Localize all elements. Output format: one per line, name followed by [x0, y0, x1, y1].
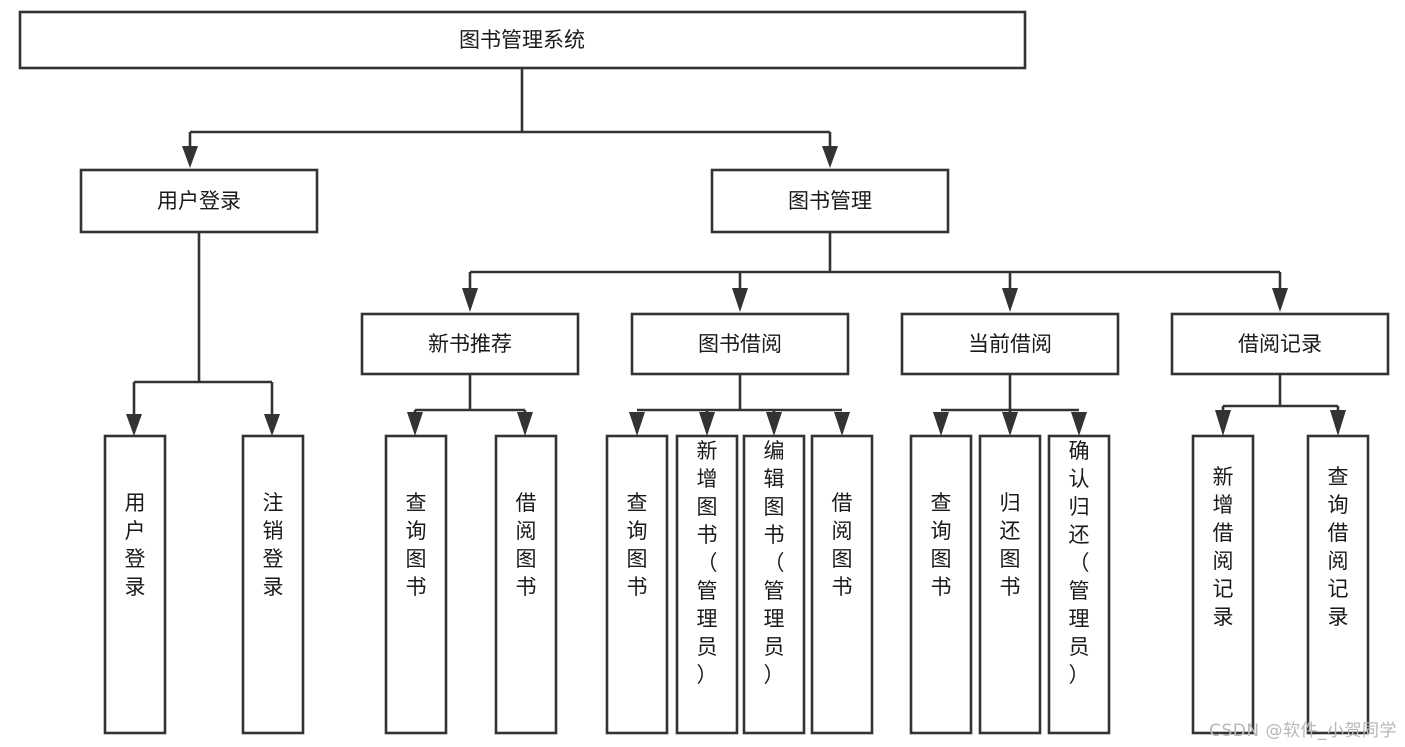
arrow-br-child-1-icon — [1215, 410, 1231, 436]
node-leaf-current-borrow-3[interactable]: 确认归还（管理员） — [1047, 434, 1111, 735]
node-leaf-borrow-record-2-box[interactable] — [1306, 434, 1370, 735]
node-leaf-new-book-1-box[interactable] — [384, 434, 448, 735]
node-leaf-book-borrow-3[interactable]: 编辑图书（管理员） — [742, 434, 806, 735]
edge-group-root-to-level2 — [182, 68, 838, 168]
node-new-book-recommend[interactable]: 新书推荐 — [360, 312, 580, 376]
node-leaf-new-book-2-label: 借阅图书 — [516, 491, 537, 599]
arrow-to-borrow-record-icon — [1272, 288, 1288, 312]
node-book-management-box[interactable] — [710, 168, 950, 234]
node-root-book-management-system[interactable]: 图书管理系统 — [18, 10, 1027, 70]
node-leaf-borrow-record-1-box[interactable] — [1191, 434, 1255, 735]
node-leaf-current-borrow-1[interactable]: 查询图书 — [909, 434, 973, 735]
node-user-login[interactable]: 用户登录 — [79, 168, 319, 234]
edge-group-user-login-children — [126, 232, 280, 436]
arrow-bb-child-4-icon — [834, 412, 850, 436]
arrow-bb-child-2-icon — [699, 412, 715, 436]
node-leaf-book-borrow-1-label: 查询图书 — [627, 491, 648, 599]
node-borrow-record[interactable]: 借阅记录 — [1170, 312, 1390, 376]
node-current-borrow-box[interactable] — [900, 312, 1120, 376]
node-leaf-new-book-2-box[interactable] — [494, 434, 558, 735]
node-leaf-borrow-record-1[interactable]: 新增借阅记录 — [1191, 434, 1255, 735]
node-leaf-current-borrow-2[interactable]: 归还图书 — [978, 434, 1042, 735]
arrow-cb-child-1-icon — [933, 412, 949, 436]
node-leaf-book-borrow-3-box[interactable] — [742, 434, 806, 735]
node-book-borrow[interactable]: 图书借阅 — [630, 312, 850, 376]
node-book-borrow-box[interactable] — [630, 312, 850, 376]
node-leaf-user-login-1-box[interactable] — [103, 434, 167, 735]
node-leaf-current-borrow-2-box[interactable] — [978, 434, 1042, 735]
node-leaf-book-borrow-3-label: 编辑图书（管理员） — [764, 439, 785, 687]
node-current-borrow[interactable]: 当前借阅 — [900, 312, 1120, 376]
arrow-ul-child-1-icon — [126, 414, 142, 436]
node-user-login-label: 用户登录 — [157, 189, 241, 213]
node-leaf-current-borrow-1-box[interactable] — [909, 434, 973, 735]
node-leaf-book-borrow-2-label: 新增图书（管理员） — [697, 439, 718, 687]
edge-group-book-mgmt-to-level3 — [462, 232, 1288, 312]
node-leaf-user-login-2[interactable]: 注销登录 — [241, 434, 305, 735]
node-leaf-user-login-1[interactable]: 用户登录 — [103, 434, 167, 735]
node-leaf-new-book-2[interactable]: 借阅图书 — [494, 434, 558, 735]
arrow-nb-child-1-icon — [407, 412, 423, 436]
arrow-to-user-login-icon — [182, 146, 198, 168]
node-leaf-book-borrow-2-box[interactable] — [675, 434, 739, 735]
node-leaf-user-login-1-label: 用户登录 — [125, 491, 146, 599]
arrow-to-book-mgmt-icon — [822, 146, 838, 168]
arrow-to-new-book-icon — [462, 288, 478, 312]
node-leaf-user-login-2-box[interactable] — [241, 434, 305, 735]
node-leaf-book-borrow-4-box[interactable] — [810, 434, 874, 735]
arrow-cb-child-2-icon — [1002, 412, 1018, 436]
node-leaf-current-borrow-3-box[interactable] — [1047, 434, 1111, 735]
node-leaf-current-borrow-2-label: 归还图书 — [1000, 491, 1021, 599]
node-leaf-new-book-1[interactable]: 查询图书 — [384, 434, 448, 735]
arrow-ul-child-2-icon — [264, 414, 280, 436]
edge-group-current-borrow-children — [933, 374, 1087, 436]
arrow-bb-child-3-icon — [766, 412, 782, 436]
arrow-nb-child-2-icon — [517, 412, 533, 436]
node-book-management[interactable]: 图书管理 — [710, 168, 950, 234]
arrow-to-book-borrow-icon — [732, 288, 748, 312]
node-leaf-current-borrow-1-label: 查询图书 — [931, 491, 952, 599]
node-leaf-borrow-record-2[interactable]: 查询借阅记录 — [1306, 434, 1370, 735]
node-borrow-record-box[interactable] — [1170, 312, 1390, 376]
node-leaf-borrow-record-2-label: 查询借阅记录 — [1328, 465, 1349, 629]
node-leaf-user-login-2-label: 注销登录 — [263, 491, 284, 599]
node-book-management-label: 图书管理 — [788, 189, 872, 213]
node-new-book-recommend-box[interactable] — [360, 312, 580, 376]
node-leaf-borrow-record-1-label: 新增借阅记录 — [1213, 465, 1234, 629]
node-leaf-book-borrow-4[interactable]: 借阅图书 — [810, 434, 874, 735]
edge-group-borrow-record-children — [1215, 374, 1346, 436]
edge-group-new-book-children — [407, 374, 533, 436]
node-leaf-new-book-1-label: 查询图书 — [406, 491, 427, 599]
node-root-box[interactable] — [18, 10, 1027, 70]
arrow-br-child-2-icon — [1330, 410, 1346, 436]
node-borrow-record-label: 借阅记录 — [1238, 332, 1322, 356]
arrow-bb-child-1-icon — [629, 412, 645, 436]
node-leaf-current-borrow-3-label: 确认归还（管理员） — [1069, 439, 1090, 687]
arrow-to-current-borrow-icon — [1002, 288, 1018, 312]
node-book-borrow-label: 图书借阅 — [698, 332, 782, 356]
node-user-login-box[interactable] — [79, 168, 319, 234]
node-root-label: 图书管理系统 — [459, 28, 585, 52]
edge-group-book-borrow-children — [629, 374, 850, 436]
node-leaf-book-borrow-1[interactable]: 查询图书 — [605, 434, 669, 735]
node-leaf-book-borrow-1-box[interactable] — [605, 434, 669, 735]
node-leaf-book-borrow-2[interactable]: 新增图书（管理员） — [675, 434, 739, 735]
node-current-borrow-label: 当前借阅 — [968, 332, 1052, 356]
node-new-book-recommend-label: 新书推荐 — [428, 332, 512, 356]
arrow-cb-child-3-icon — [1071, 412, 1087, 436]
node-leaf-book-borrow-4-label: 借阅图书 — [832, 491, 853, 599]
